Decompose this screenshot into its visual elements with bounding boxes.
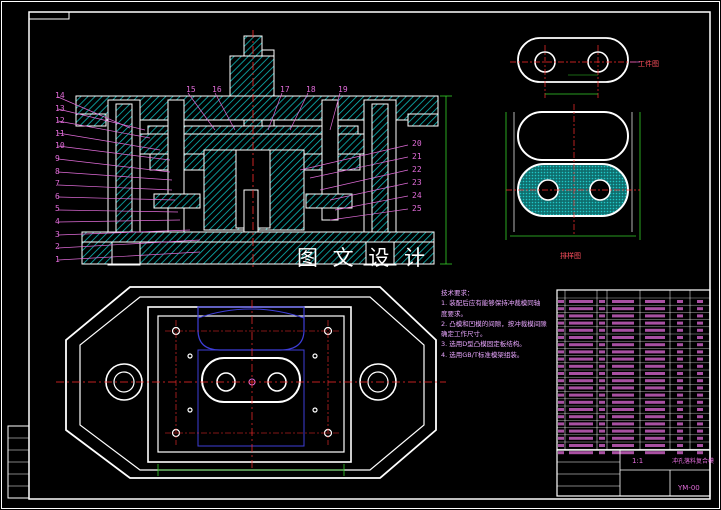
- part-number-label: 7: [55, 179, 60, 189]
- part-number-label: 23: [412, 178, 422, 187]
- corner-tag: [28, 11, 70, 20]
- title-block-drawing-no: YM-00: [678, 484, 700, 492]
- part-number-label: 13: [55, 103, 65, 113]
- part-number-label: 21: [412, 152, 422, 161]
- part-number-label: 24: [412, 191, 422, 200]
- revision-table: [7, 425, 30, 499]
- part-number-label: 22: [412, 165, 422, 174]
- tech-notes: 技术要求： 1. 装配后应有能够保持冲裁模同轴 度要求。 2. 凸模和凹模的间隙…: [441, 288, 553, 360]
- tech-notes-title: 技术要求：: [441, 289, 474, 297]
- part-number-label: 4: [55, 217, 60, 226]
- tech-note-item: 4. 选用GB/T标准模架组装。: [441, 350, 524, 359]
- part-number-label: 18: [306, 85, 316, 94]
- part-number-label: 1: [55, 254, 60, 264]
- tech-note-item: 度要求。: [441, 309, 467, 318]
- parts-list: [556, 289, 711, 497]
- layout-caption: 排样图: [560, 252, 581, 260]
- section-view: [57, 30, 452, 270]
- part-number-label: 9: [55, 154, 60, 163]
- workpiece-view: [510, 37, 640, 98]
- part-number-label: 5: [55, 204, 60, 214]
- part-number-label: 17: [280, 85, 290, 94]
- tech-note-item: 3. 选用D型凸模固定板结构。: [441, 340, 526, 349]
- part-number-label: 6: [55, 191, 60, 201]
- part-number-label: 3: [55, 229, 60, 239]
- tech-note-item: 1. 装配后应有能够保持冲裁模同轴: [441, 299, 541, 308]
- part-number-label: 12: [55, 116, 65, 126]
- part-number-label: 2: [55, 242, 60, 252]
- watermark: 图 文 设 计: [297, 246, 430, 270]
- part-number-label: 19: [338, 85, 348, 94]
- title-block-scale: 1:1: [632, 457, 644, 465]
- part-number-label: 15: [186, 85, 196, 94]
- part-number-label: 20: [412, 139, 422, 148]
- title-block-name: 冲孔落料复合模: [672, 458, 715, 465]
- part-number-label: 14: [55, 91, 65, 100]
- plan-view: [56, 286, 446, 479]
- tech-note-item: 确定工作尺寸。: [441, 330, 487, 339]
- tech-note-item: 2. 凸模和凹模的间隙，按冲裁模间隙: [441, 319, 547, 328]
- inner-frame: [28, 11, 711, 500]
- part-number-label: 25: [412, 204, 422, 213]
- part-number-label: 16: [212, 85, 222, 94]
- workpiece-caption: 工件图: [638, 60, 659, 68]
- part-number-label: 8: [55, 166, 60, 176]
- part-number-label: 10: [55, 141, 65, 151]
- part-number-label: 11: [55, 128, 65, 138]
- strip-layout-view: [505, 104, 641, 240]
